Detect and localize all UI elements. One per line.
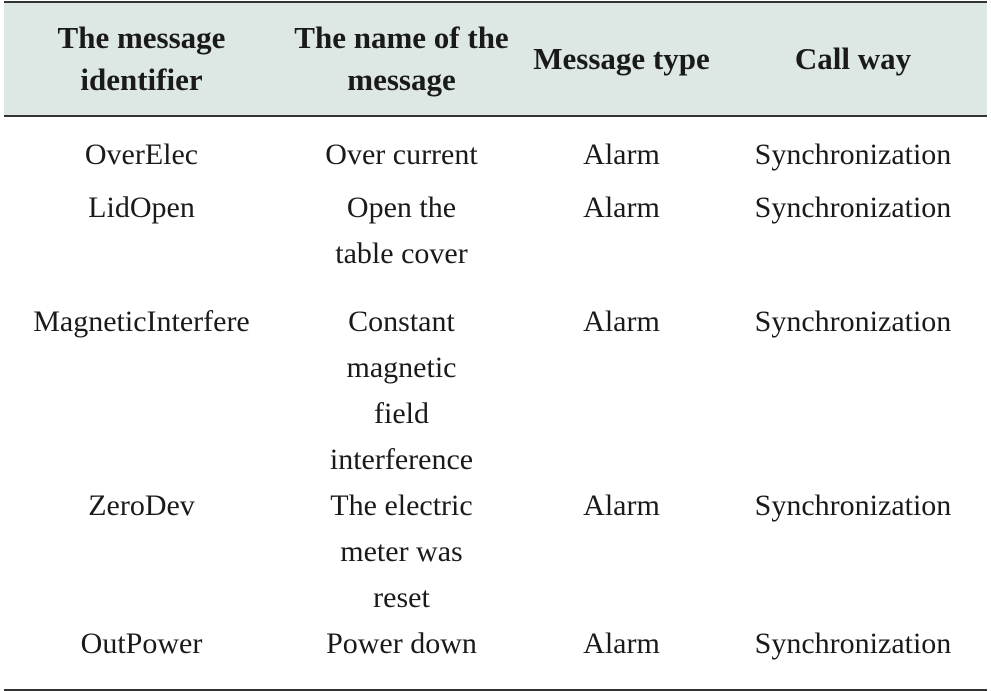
cell-type: Alarm [524, 621, 719, 691]
message-table-container: The message identifier The name of the m… [4, 1, 987, 691]
cell-name: Power down [279, 621, 524, 691]
table-row: LidOpen Open the table cover Alarm Synch… [4, 185, 987, 299]
cell-type: Alarm [583, 489, 660, 522]
table-row: MagneticInterfere Constant magnetic fiel… [4, 299, 987, 483]
cell-call-way: Synchronization [754, 191, 952, 224]
header-message-type: Message type [524, 1, 719, 117]
table-body: OverElec Over current Alarm Synchronizat… [4, 116, 987, 691]
table-row: OutPower Power down Alarm Synchronizatio… [4, 621, 987, 691]
cell-identifier: ZeroDev [88, 489, 195, 522]
cell-call-way: Synchronization [754, 489, 952, 522]
header-row: The message identifier The name of the m… [4, 1, 987, 117]
cell-call-way: Synchronization [754, 305, 952, 338]
cell-name: Constant magnetic field interference [329, 305, 474, 476]
cell-identifier: MagneticInterfere [33, 305, 250, 338]
cell-identifier: LidOpen [88, 191, 195, 224]
cell-call-way: Synchronization [719, 621, 987, 691]
cell-identifier: OutPower [4, 621, 279, 691]
header-message-name: The name of the message [279, 1, 524, 117]
table-row: ZeroDev The electric meter was reset Ala… [4, 483, 987, 621]
table-row: OverElec Over current Alarm Synchronizat… [4, 116, 987, 185]
cell-name: Over current [325, 138, 478, 171]
cell-call-way: Synchronization [754, 138, 952, 171]
cell-name: The electric meter was reset [330, 489, 473, 614]
table-header: The message identifier The name of the m… [4, 1, 987, 117]
cell-type: Alarm [583, 138, 660, 171]
cell-type: Alarm [583, 305, 660, 338]
header-call-way: Call way [719, 1, 987, 117]
header-message-identifier: The message identifier [4, 1, 279, 117]
message-table: The message identifier The name of the m… [4, 1, 987, 691]
cell-type: Alarm [583, 191, 660, 224]
cell-identifier: OverElec [84, 138, 199, 171]
cell-name: Open the table cover [335, 191, 468, 270]
